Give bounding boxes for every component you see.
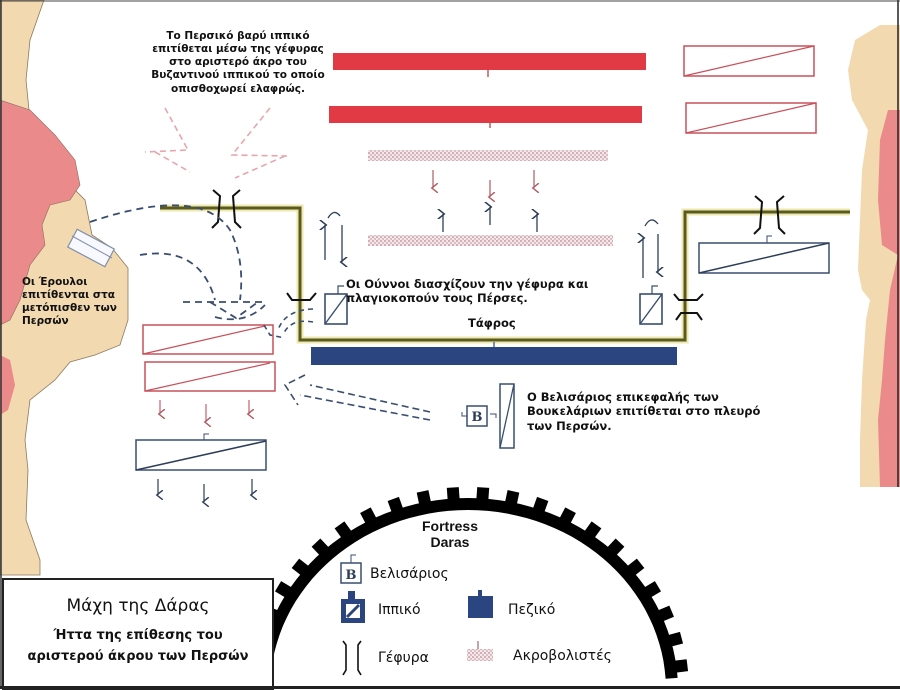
hill-area-right [878,110,900,487]
byzantine-infantry-line [311,347,677,365]
huns-cavalry-left [325,211,348,325]
legend-skirmishers-icon [467,641,493,661]
map-title: Μάχη της Δάρας [66,596,210,616]
fortress-merlon [446,487,460,500]
legend-cavalry-label: Ιππικό [378,602,421,618]
fortress-merlon [658,605,674,622]
fortress-merlon [607,538,625,556]
ditch-label: Τάφρος [468,316,516,330]
bridge-left-ditch [286,292,317,301]
title-box: Μάχη της Δάρας Ήττα της επίθεσης του αρι… [2,578,274,690]
skirmisher-arrows [433,170,537,232]
belisarius-attack-arrow [283,374,431,421]
persian-infantry-line-2 [329,106,642,123]
bridge-right-ditch [673,293,704,321]
map-subtitle-line2: αριστερού άκρου των Περσών [27,648,249,664]
fortress-label-line1: Fortress [421,518,479,534]
bottom-border [0,686,900,689]
legend-skirmishers-label: Ακροβολιστές [513,648,612,664]
belisarius-letter: B [472,410,483,425]
persian-skirmishers [368,150,608,161]
hill-area-left-lower [0,355,15,415]
map-subtitle-line1: Ήττα της επίθεσης του [53,628,223,643]
legend-bridge-label: Γέφυρα [378,650,429,666]
fortress-merlon [559,507,576,524]
fortress-label-line2: Daras [430,534,470,551]
legend-cavalry-icon [341,591,365,623]
fortress-merlon [416,490,431,505]
belisarius-annotation: Ο Βελισάριος επικεφαλής των Βουκελάριων … [527,390,761,433]
byzantine-cavalry-left [135,433,267,502]
legend-infantry-label: Πεζικό [508,602,556,618]
heruli-unit [66,228,116,268]
fortress-merlon [334,521,352,539]
fortress-merlon [476,487,490,500]
legend-belisarius-label: Βελισάριος [370,566,449,582]
heruli-attack-arrows [89,204,266,321]
heruli-annotation: Οι Έρουλοι επιτίθενται στα μετόπισθεν τω… [22,276,117,328]
huns-cavalry-right [640,219,662,325]
fortress-merlon [291,558,309,576]
terrain-left [0,0,129,576]
huns-annotation: Οι Ούννοι διασχίζουν την γέφυρα και πλαγ… [346,277,589,306]
byzantine-cavalry-right [698,235,830,274]
legend-belisarius-icon: B [340,554,362,584]
huns-flank-arrows [263,308,314,339]
legend-bridge-icon [342,640,362,676]
persian-cavalry-right [683,45,817,134]
fortress-merlon [668,631,684,647]
legend-infantry-icon [468,590,493,618]
ditch [160,204,850,344]
persian-attack-arrows [144,107,288,179]
bridge-left-top [211,189,242,229]
fortress-merlon [311,538,329,556]
fortress-merlon [644,581,662,598]
persian-infantry-line-1 [333,53,646,70]
fortress-merlon [505,490,520,505]
belisarius-unit: B [461,383,515,449]
svg-text:B: B [346,568,357,583]
fortress-merlon [674,659,689,673]
fortress-label: Fortress Daras [400,518,500,550]
fortress-merlon [360,507,377,524]
persian-cavalry-left [142,324,276,422]
fortress-merlon [274,581,292,598]
fortress-merlon [387,496,403,513]
map-subtitle: Ήττα της επίθεσης του αριστερού άκρου τω… [4,626,272,668]
terrain-right [848,0,900,487]
fortress-merlon [584,521,602,539]
persian-attack-annotation: Το Περσικό βαρύ ιππικό επιτίθεται μέσω τ… [151,30,325,95]
fortress-merlon [627,558,645,576]
fortress-merlon [533,496,549,513]
bridge-right-top [753,195,786,235]
byzantine-skirmishers [368,235,613,246]
hill-area-left [0,99,81,326]
